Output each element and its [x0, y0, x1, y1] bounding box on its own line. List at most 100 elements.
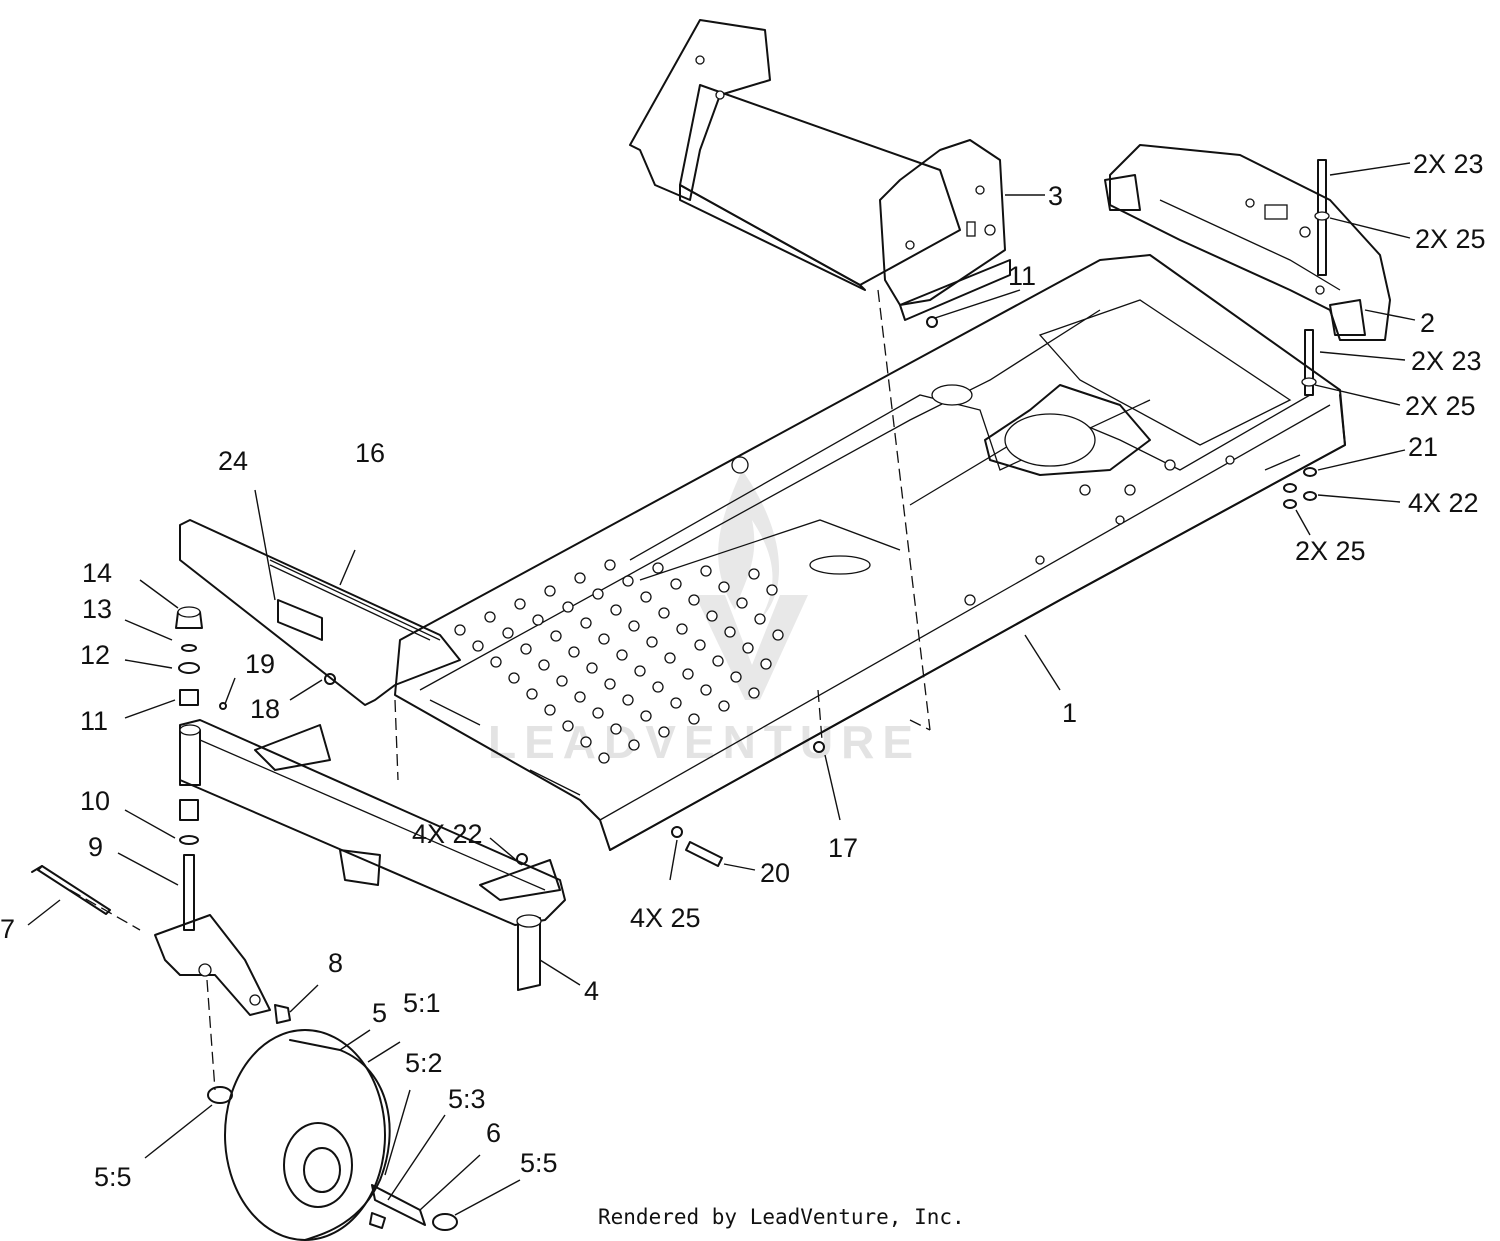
callout-19: 19	[245, 649, 275, 679]
perforation-hole	[682, 668, 694, 680]
callout-2x25-top: 2X 25	[1415, 224, 1486, 254]
square-hole-icon	[1264, 204, 1288, 220]
perforation-hole	[592, 707, 604, 719]
perforation-hole	[754, 613, 766, 625]
perforation-hole	[604, 678, 616, 690]
perforation-hole	[676, 623, 688, 635]
perforation-hole	[490, 656, 502, 668]
part-main-frame	[394, 254, 1346, 851]
perforation-hole	[484, 611, 496, 623]
perforation-hole	[718, 581, 730, 593]
callout-4x25: 4X 25	[630, 903, 701, 933]
perforation-hole	[598, 633, 610, 645]
callout-13: 13	[82, 594, 112, 624]
perforation-hole	[622, 575, 634, 587]
perforation-hole	[544, 585, 556, 597]
callout-2x25-mid: 2X 25	[1405, 391, 1476, 421]
part-front-plate	[179, 519, 461, 706]
perforation-hole	[472, 640, 484, 652]
perforation-hole	[670, 578, 682, 590]
perforation-hole	[628, 739, 640, 751]
perforation-hole	[454, 624, 466, 636]
perforation-hole	[574, 691, 586, 703]
callout-17: 17	[828, 833, 858, 863]
perforation-hole	[592, 588, 604, 600]
perforation-hole	[610, 723, 622, 735]
callout-5-3: 5:3	[448, 1084, 486, 1114]
callout-7: 7	[0, 914, 15, 944]
perforated-floor	[454, 559, 784, 764]
perforation-hole	[622, 694, 634, 706]
callout-labels: 3 2 11 2X 23 2X 25 2X 23 2X 25 21 4X 22 …	[0, 149, 1486, 1192]
callout-5-1: 5:1	[403, 988, 441, 1018]
callout-4: 4	[584, 976, 599, 1006]
callout-24: 24	[218, 446, 248, 476]
perforation-hole	[574, 572, 586, 584]
part-caster-stack	[31, 606, 291, 1024]
callout-2x23-mid: 2X 23	[1411, 346, 1482, 376]
slot-icon	[966, 221, 976, 237]
callout-5-5-left: 5:5	[94, 1162, 132, 1192]
watermark-text: LEADVENTURE	[488, 716, 921, 768]
callout-18: 18	[250, 694, 280, 724]
perforation-hole	[550, 630, 562, 642]
perforation-hole	[586, 662, 598, 674]
perforation-hole	[580, 617, 592, 629]
perforation-hole	[514, 598, 526, 610]
perforation-hole	[508, 672, 520, 684]
callout-20: 20	[760, 858, 790, 888]
perforation-hole	[502, 627, 514, 639]
perforation-hole	[562, 601, 574, 613]
perforation-hole	[760, 658, 772, 670]
perforation-hole	[688, 713, 700, 725]
perforation-hole	[640, 591, 652, 603]
callout-2x25-low: 2X 25	[1295, 536, 1366, 566]
perforation-hole	[640, 710, 652, 722]
perforation-hole	[532, 614, 544, 626]
perforation-hole	[724, 626, 736, 638]
render-credit: Rendered by LeadVenture, Inc.	[598, 1205, 965, 1229]
perforation-hole	[616, 649, 628, 661]
perforation-hole	[688, 594, 700, 606]
callout-10: 10	[80, 786, 110, 816]
perforation-hole	[748, 687, 760, 699]
callout-12: 12	[80, 640, 110, 670]
part-rear-bracket	[1104, 144, 1391, 341]
watermark: LEADVENTURE	[488, 470, 921, 768]
callout-9: 9	[88, 832, 103, 862]
part-front-axle	[179, 719, 566, 991]
leader-lines	[27, 162, 1416, 1216]
perforation-hole	[556, 675, 568, 687]
callout-1: 1	[1062, 698, 1077, 728]
part-seat-bracket	[629, 19, 1011, 321]
perforation-hole	[718, 700, 730, 712]
perforation-hole	[748, 568, 760, 580]
perforation-hole	[562, 720, 574, 732]
perforation-hole	[604, 559, 616, 571]
flame-v-logo-icon	[695, 470, 808, 700]
part-small-hardware	[219, 316, 1317, 867]
perforation-hole	[700, 565, 712, 577]
perforation-hole	[598, 752, 610, 764]
perforation-hole	[526, 688, 538, 700]
perforation-hole	[766, 584, 778, 596]
perforation-hole	[538, 659, 550, 671]
callout-4x22-left: 4X 22	[412, 819, 483, 849]
perforation-hole	[634, 665, 646, 677]
callout-6: 6	[486, 1118, 501, 1148]
perforation-hole	[652, 681, 664, 693]
callout-14: 14	[82, 558, 112, 588]
perforation-hole	[646, 636, 658, 648]
callout-3: 3	[1048, 181, 1063, 211]
callout-5-5-right: 5:5	[520, 1148, 558, 1178]
callout-8: 8	[328, 948, 343, 978]
perforation-hole	[772, 629, 784, 641]
part-wheel	[207, 1029, 458, 1241]
perforation-hole	[730, 671, 742, 683]
callout-2x23-top: 2X 23	[1413, 149, 1484, 179]
perforation-hole	[670, 697, 682, 709]
callout-15: 11	[1008, 261, 1036, 291]
perforation-hole	[694, 639, 706, 651]
